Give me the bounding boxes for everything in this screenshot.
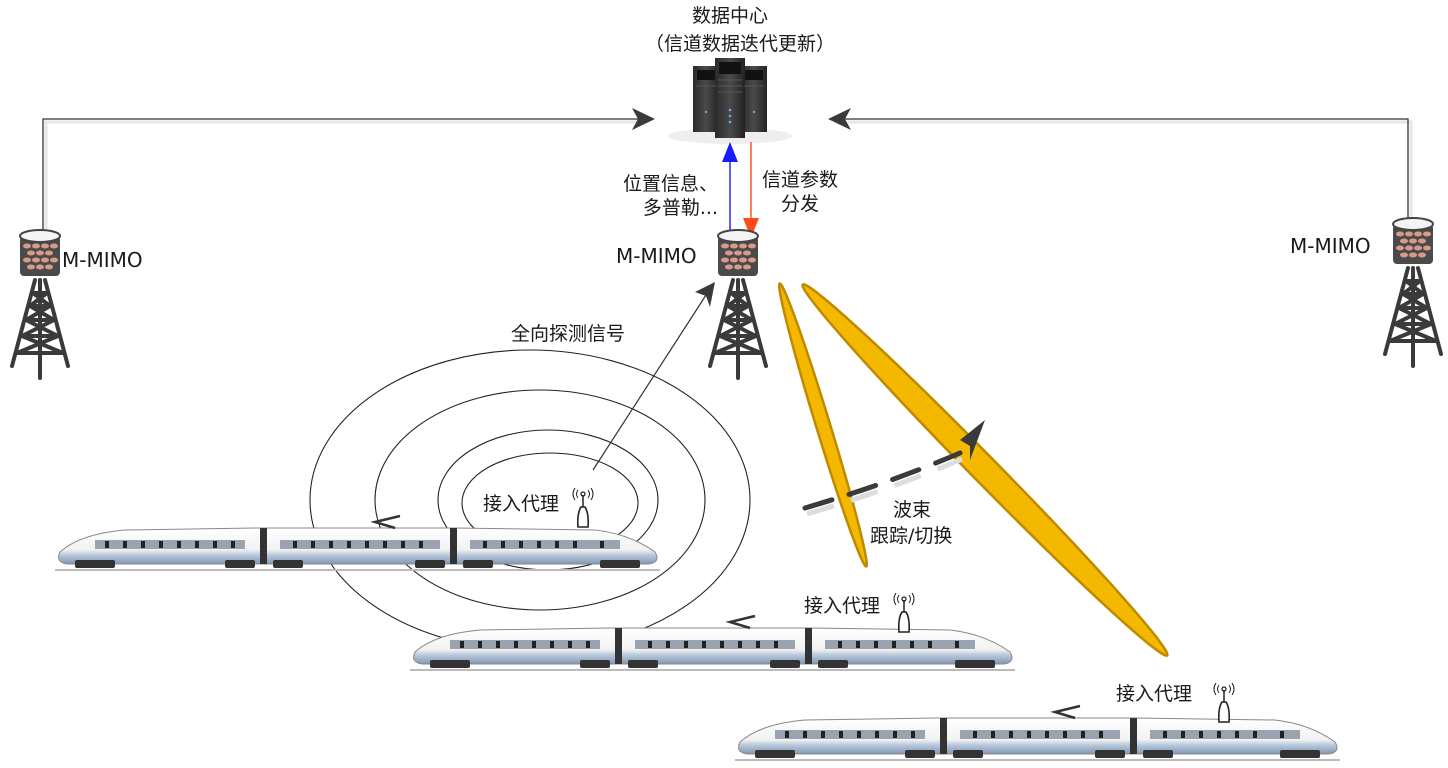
beam-lobe-new bbox=[801, 283, 1169, 657]
beam-label-line1: 波束 bbox=[892, 499, 931, 521]
beam-lobes bbox=[777, 282, 1169, 657]
train-2-icon bbox=[408, 614, 1017, 672]
train-3-icon bbox=[733, 704, 1342, 762]
probe-uplink-arrow bbox=[592, 282, 715, 471]
beam-lobe-old bbox=[777, 282, 869, 568]
uplink-arrow bbox=[722, 142, 738, 238]
arrow-head-icon bbox=[828, 108, 851, 130]
agent-antenna-icon bbox=[893, 592, 915, 633]
agent-label-train-3: 接入代理 bbox=[1116, 683, 1193, 705]
tower-right-icon bbox=[1383, 216, 1443, 368]
agent-antenna-icon bbox=[572, 487, 594, 528]
agent-antenna-icon bbox=[1213, 682, 1235, 723]
downlink-arrow bbox=[743, 142, 759, 238]
tower-center-icon bbox=[708, 228, 768, 380]
data-center-subtitle: （信道数据迭代更新） bbox=[644, 33, 835, 55]
beam-tracking-arrow bbox=[802, 420, 985, 517]
mimo-label-right: M-MIMO bbox=[1290, 234, 1371, 258]
beam-label-line2: 跟踪/切换 bbox=[870, 525, 953, 547]
tower-left-icon bbox=[10, 228, 70, 380]
train-1-icon bbox=[53, 514, 662, 572]
backhaul-right bbox=[828, 108, 1413, 225]
downlink-label-line2: 分发 bbox=[780, 193, 819, 215]
uplink-label-line2: 多普勒... bbox=[642, 197, 718, 219]
backhaul-left bbox=[42, 108, 655, 235]
arrow-head-icon bbox=[632, 108, 655, 130]
probe-signal-label: 全向探测信号 bbox=[511, 323, 626, 345]
mimo-label-left: M-MIMO bbox=[62, 248, 143, 272]
server-rack-icon bbox=[668, 58, 792, 144]
mimo-label-center: M-MIMO bbox=[616, 244, 697, 268]
downlink-label-line1: 信道参数 bbox=[762, 169, 839, 191]
agent-label-train-1: 接入代理 bbox=[483, 493, 560, 515]
uplink-label-line1: 位置信息、 bbox=[622, 173, 718, 195]
agent-label-train-2: 接入代理 bbox=[804, 595, 881, 617]
data-center-title: 数据中心 bbox=[691, 5, 768, 27]
